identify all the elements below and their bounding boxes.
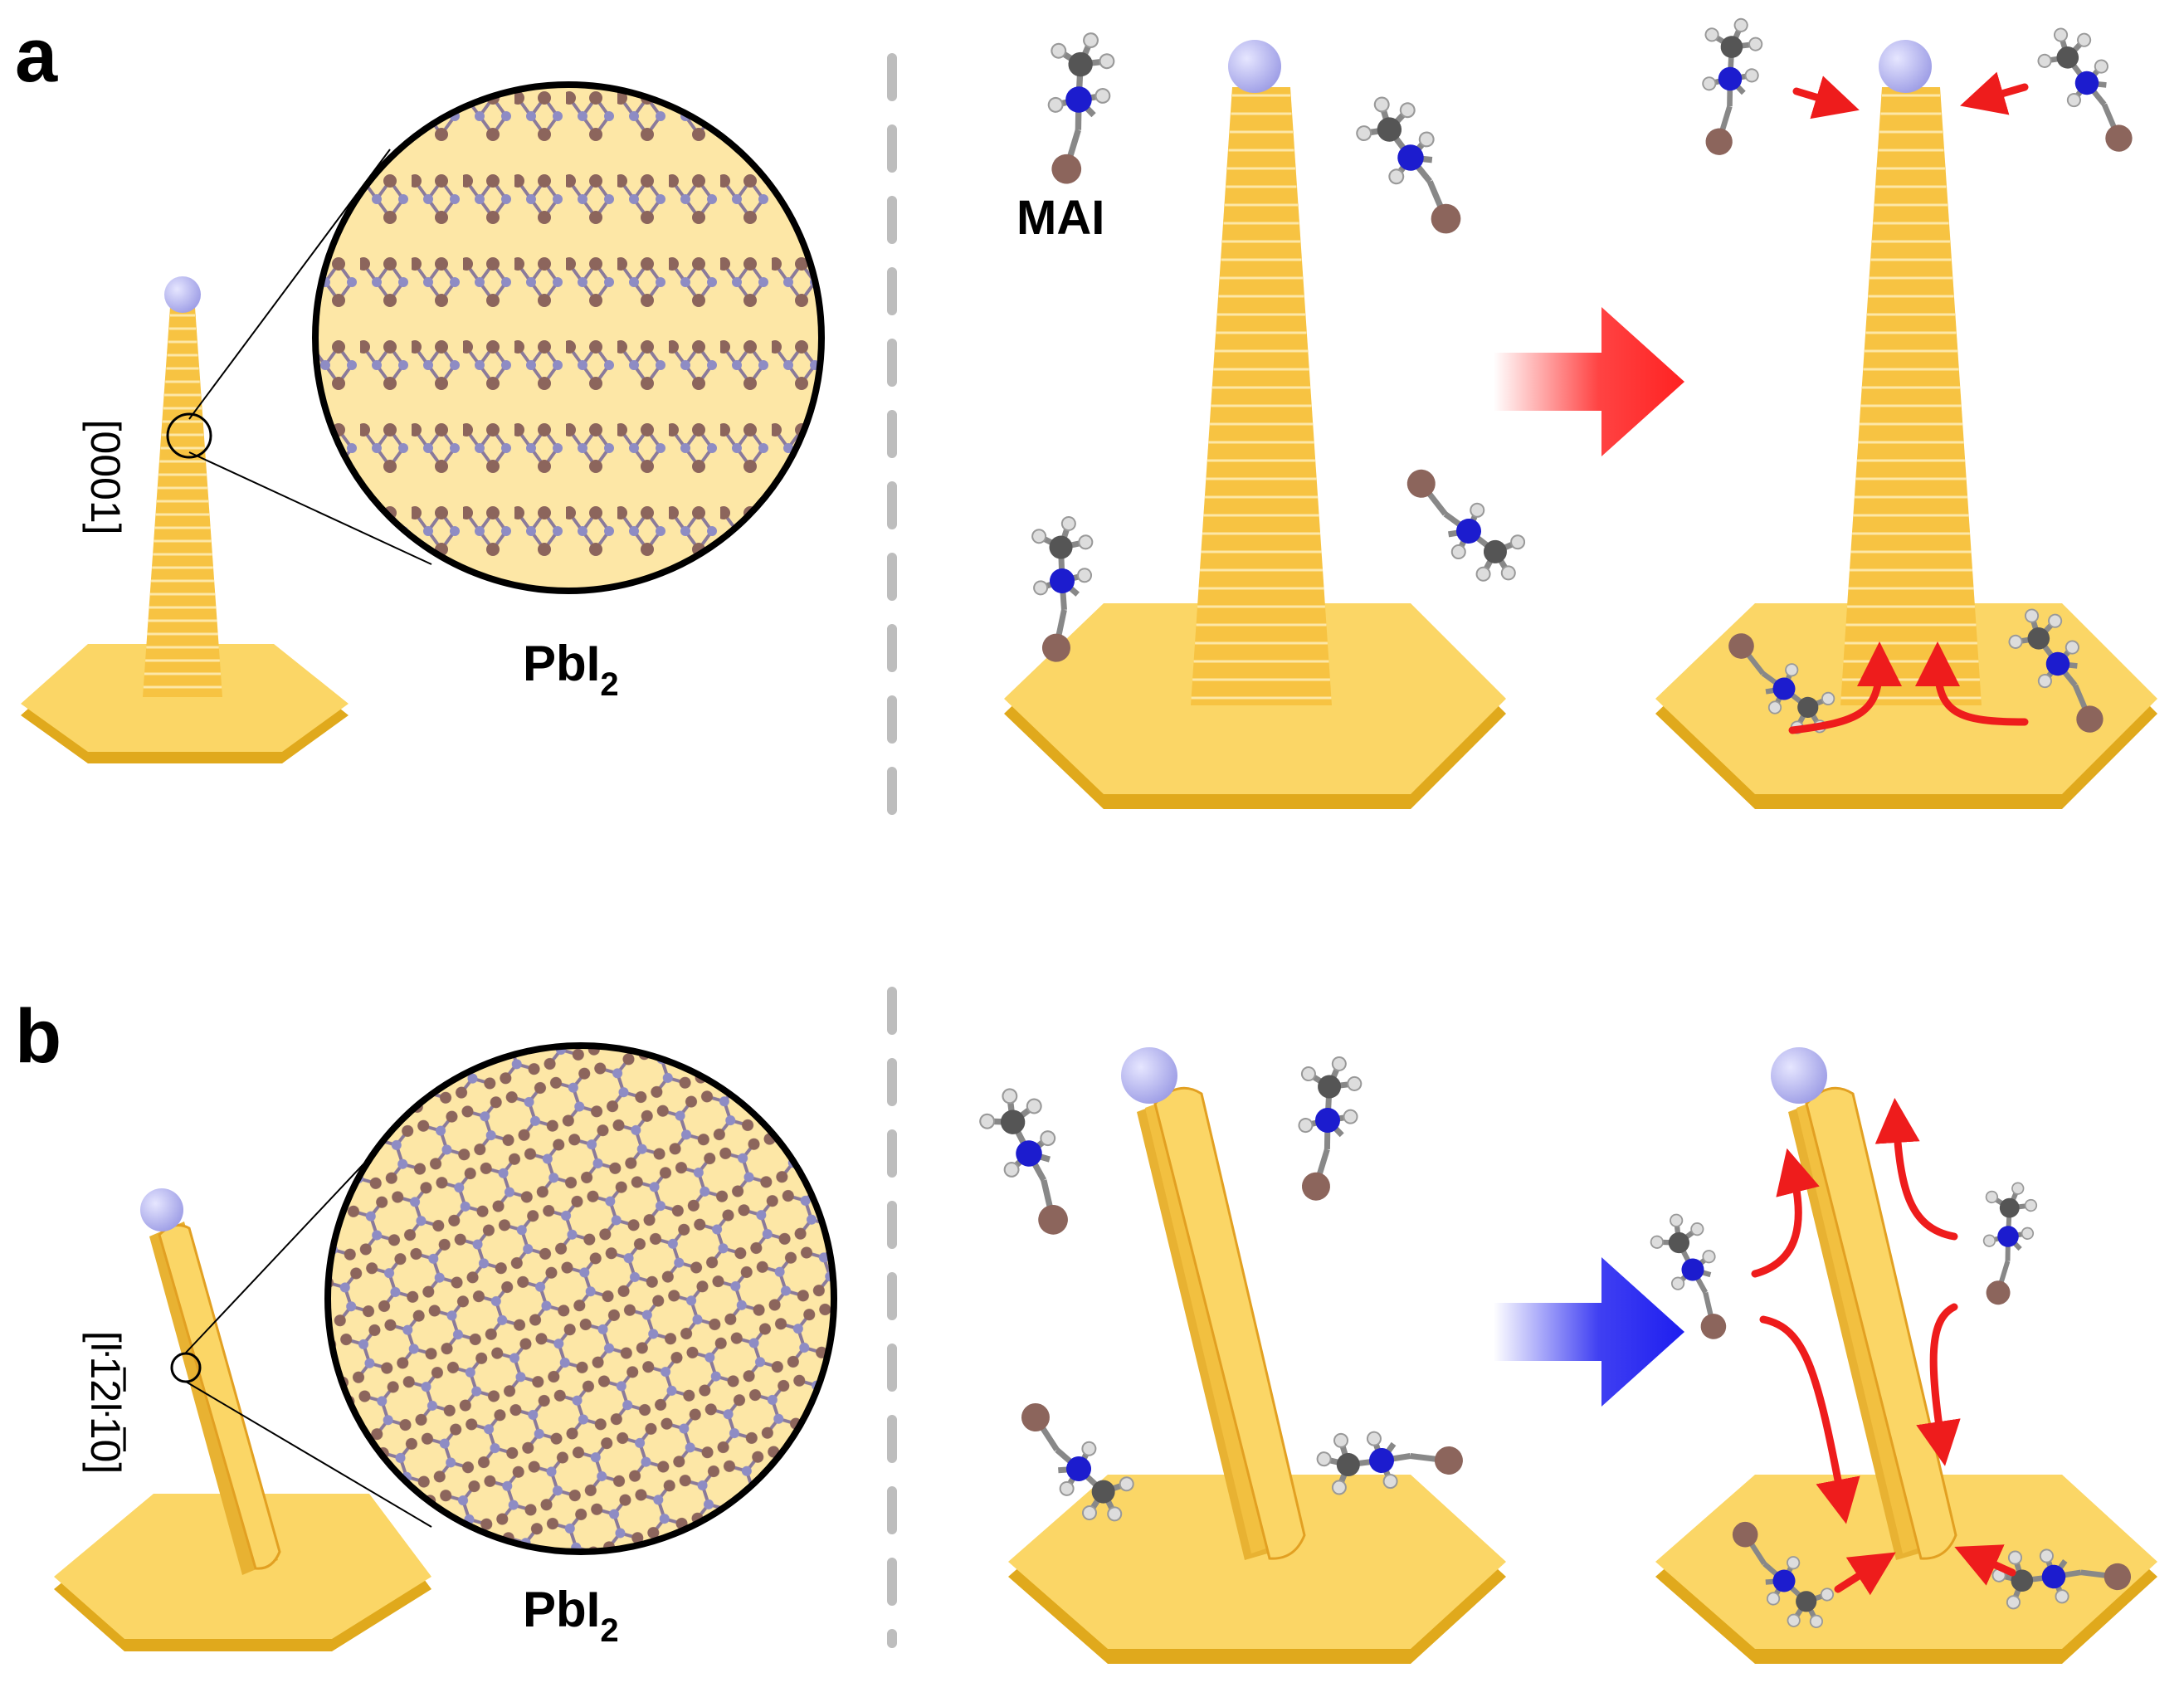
zoom-line xyxy=(185,1153,374,1353)
substrate-hexagon-icon xyxy=(1008,1475,1506,1664)
mai-molecule-icon xyxy=(1656,10,1801,160)
direction-label-a: [0001] xyxy=(82,419,129,534)
panel-b: b [ŀ1̅2ŀ1̅0] PbI2 xyxy=(15,987,2157,1664)
catalyst-sphere-icon xyxy=(140,1188,183,1231)
molecule-label: MAI xyxy=(1016,191,1104,245)
mai-molecule-icon xyxy=(1334,90,1493,237)
migration-arrow-icon xyxy=(1788,71,2029,734)
catalyst-sphere-icon xyxy=(1121,1047,1177,1104)
zoom-line xyxy=(185,1381,432,1528)
compound-label-a: PbI2 xyxy=(523,636,619,703)
mai-molecule-icon xyxy=(1942,1174,2071,1309)
small-substrate-hexagon-icon xyxy=(21,644,349,763)
mai-molecule-icon xyxy=(1399,468,1530,583)
panel-label-b: b xyxy=(15,994,61,1079)
nanowire-icon xyxy=(1191,87,1332,705)
mai-molecule-icon xyxy=(2018,22,2161,155)
zoom-marker xyxy=(170,1352,202,1383)
lattice-zoom-icon xyxy=(312,81,825,594)
catalyst-sphere-icon xyxy=(1228,40,1281,93)
migration-arrow-icon xyxy=(1751,1098,2016,1596)
mai-molecule-icon xyxy=(948,1080,1114,1241)
catalyst-sphere-icon xyxy=(1771,1047,1827,1104)
process-arrow-icon xyxy=(1494,1257,1684,1407)
zoom-marker xyxy=(166,412,212,459)
substrate-hexagon-icon xyxy=(1655,1475,2157,1664)
nanowire-icon xyxy=(1840,87,1982,705)
panel-a: a [0001] PbI2 xyxy=(15,10,2161,818)
catalyst-sphere-icon xyxy=(1879,40,1932,93)
panel-label-a: a xyxy=(15,13,58,98)
mai-molecule-icon xyxy=(1250,1047,1402,1206)
process-arrow-icon xyxy=(1494,307,1684,456)
nanowire-icon xyxy=(1137,1086,1306,1560)
mai-molecule-icon xyxy=(997,23,1158,189)
compound-label-b: PbI2 xyxy=(523,1582,619,1649)
catalyst-sphere-icon xyxy=(164,276,201,313)
direction-label-b: [ŀ1̅2ŀ1̅0] xyxy=(82,1331,129,1474)
lattice-zoom-icon xyxy=(324,1042,837,1555)
small-nanowire-icon xyxy=(143,307,222,697)
zoom-line xyxy=(188,451,432,565)
